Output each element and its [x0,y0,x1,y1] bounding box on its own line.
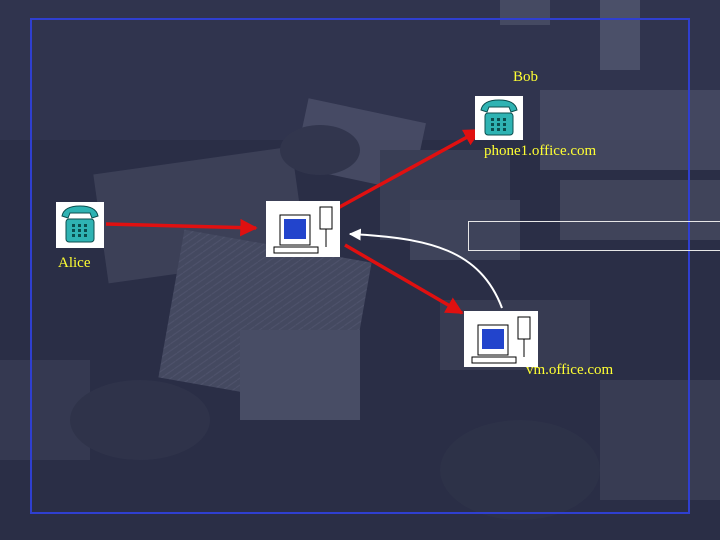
alice-label: Alice [58,255,91,271]
bob-label: Bob [513,69,539,85]
computer-icon-proxy [266,201,340,257]
phone1-label: phone1.office.com [484,143,597,159]
arrow-alice-to-proxy [105,218,258,237]
telephone-icon-alice [56,202,104,248]
computer-icon-vm [464,311,538,367]
slide-frame [30,18,690,514]
arrow-proxy-to-bob [335,128,482,211]
arrow-vm-redirect [348,228,503,309]
arrow-proxy-to-vm [344,243,464,315]
empty-label-box [468,221,720,251]
vm-label: vm.office.com [526,362,614,378]
telephone-icon-bob [475,96,523,140]
